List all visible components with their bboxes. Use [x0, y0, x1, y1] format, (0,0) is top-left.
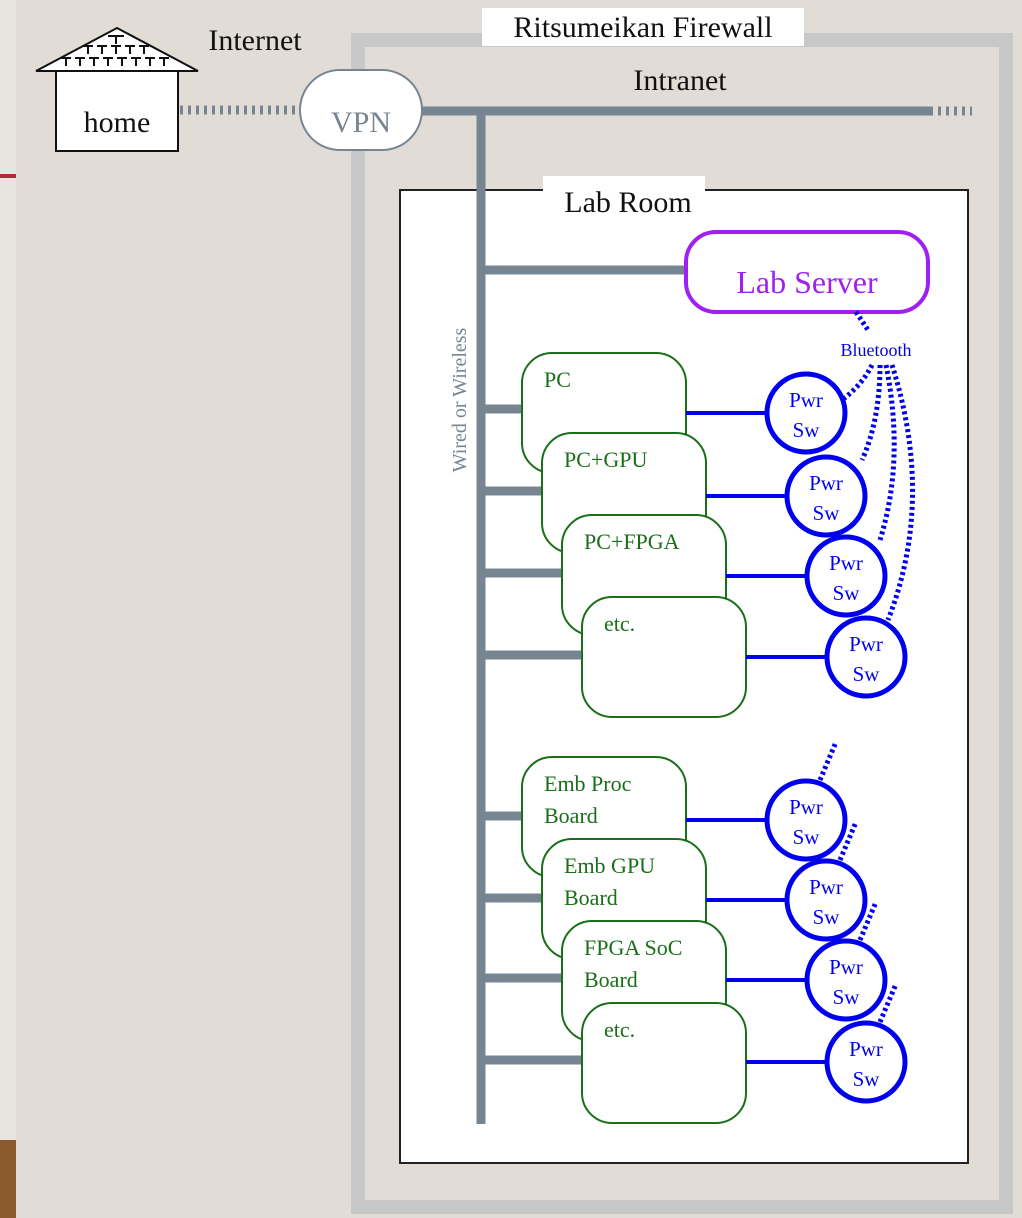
board-device-label: Board: [564, 885, 618, 910]
roof-tile-1: [131, 57, 141, 66]
roof-tile-1: [145, 57, 155, 66]
home-label: home: [84, 106, 151, 139]
vpn-label: VPN: [331, 106, 391, 139]
power-switch-label-2: Sw: [813, 501, 841, 525]
bluetooth-link-1: [840, 363, 875, 402]
roof-tile-0: [111, 45, 121, 54]
power-switch-label-2: Sw: [793, 825, 821, 849]
power-switch-circle: [784, 454, 868, 538]
power-switch-circle: [784, 858, 868, 942]
left-slide-edge: [0, 0, 16, 1218]
roof-tile-0: [139, 45, 149, 54]
home-box: [55, 70, 179, 152]
power-switch-label-1: Pwr: [789, 795, 823, 819]
board-device-label: Emb GPU: [564, 853, 655, 878]
bluetooth-stub: [837, 821, 859, 861]
firewall-label: Ritsumeikan Firewall: [513, 11, 772, 44]
lab-room-label-bg: [543, 176, 705, 216]
power-switch-label-2: Sw: [833, 985, 861, 1009]
pc-device-label: PC+GPU: [564, 447, 647, 472]
bluetooth-label: Bluetooth: [841, 340, 912, 360]
power-switch-label-1: Pwr: [809, 875, 843, 899]
power-switch-label-2: Sw: [853, 662, 881, 686]
pc-device: etc.: [581, 596, 747, 718]
power-switch-circle: [804, 938, 888, 1022]
power-switch-circle: [824, 1020, 908, 1104]
power-switch-circle: [804, 534, 888, 618]
internet-label: Internet: [208, 24, 302, 57]
power-switch-label-1: Pwr: [829, 551, 863, 575]
bus-label: Wired or Wireless: [449, 327, 471, 472]
bluetooth-stub: [857, 901, 879, 941]
roof-tile-0: [125, 45, 135, 54]
intranet-label: Intranet: [633, 64, 727, 97]
power-switch-label-1: Pwr: [789, 388, 823, 412]
lab-server-node: [684, 230, 930, 314]
bluetooth-link-4: [885, 364, 916, 621]
roof-tile-top: [108, 35, 124, 44]
power-switch-label-1: Pwr: [829, 955, 863, 979]
roof-tile-1: [89, 57, 99, 66]
roof-tile-0: [97, 45, 107, 54]
accent-bar: [0, 174, 16, 178]
roof-tile-1: [75, 57, 85, 66]
power-switch-label-2: Sw: [833, 581, 861, 605]
power-switch-circle: [764, 371, 848, 455]
pc-device-label: etc.: [604, 611, 635, 636]
board-device: etc.: [581, 1002, 747, 1124]
power-switch-circle: [764, 778, 848, 862]
power-switch-label-2: Sw: [813, 905, 841, 929]
wood-edge: [0, 1140, 16, 1218]
bluetooth-stub: [817, 741, 839, 781]
lab-room-label: Lab Room: [564, 186, 692, 219]
power-switch-label-1: Pwr: [849, 632, 883, 656]
power-switch-circle: [824, 615, 908, 699]
board-device-label: etc.: [604, 1017, 635, 1042]
board-device-label: Board: [584, 967, 638, 992]
pc-device-label: PC: [544, 367, 571, 392]
power-switch-label-2: Sw: [853, 1067, 881, 1091]
firewall-label-bg: [482, 8, 804, 46]
roof-tile-1: [159, 57, 169, 66]
board-device-label: Emb Proc: [544, 771, 632, 796]
roof-tile-1: [103, 57, 113, 66]
board-device-label: FPGA SoC: [584, 935, 682, 960]
power-switch-label-1: Pwr: [849, 1037, 883, 1061]
bluetooth-link-3: [877, 364, 897, 541]
power-switch-label-1: Pwr: [809, 471, 843, 495]
power-switch-label-2: Sw: [793, 418, 821, 442]
lab-server-label: Lab Server: [736, 264, 878, 300]
server-bluetooth-link: [853, 310, 871, 332]
roof-tile-0: [83, 45, 93, 54]
roof-tile-1: [61, 57, 71, 66]
vpn-node: [299, 69, 423, 151]
board-device-label: Board: [544, 803, 598, 828]
bluetooth-stub: [877, 983, 899, 1023]
roof-tile-pattern: [61, 35, 169, 66]
pc-device-label: PC+FPGA: [584, 529, 680, 554]
roof-tile-1: [117, 57, 127, 66]
